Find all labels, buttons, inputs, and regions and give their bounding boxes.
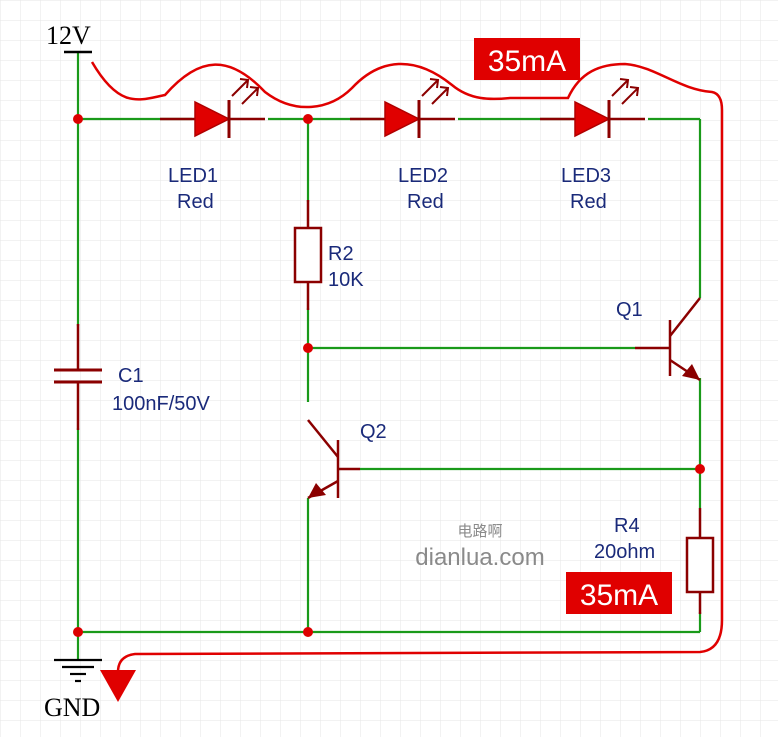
c1-symbol xyxy=(54,324,102,430)
c1-name: C1 xyxy=(118,365,144,387)
r2-value: 10K xyxy=(328,269,364,291)
led3-symbol xyxy=(540,78,645,138)
r2-name: R2 xyxy=(328,243,354,265)
junction-dot xyxy=(695,464,705,474)
ground-label: GND xyxy=(44,693,100,722)
junctions xyxy=(73,114,705,637)
q1-name: Q1 xyxy=(616,299,643,321)
junction-dot xyxy=(73,627,83,637)
watermark-cn: 电路啊 xyxy=(457,522,502,540)
q1-symbol xyxy=(635,297,701,382)
current-bottom-label: 35mA xyxy=(580,579,658,612)
watermark-site: dianlua.com xyxy=(415,544,544,571)
led1-name: LED1 xyxy=(168,165,218,187)
r2-symbol xyxy=(293,200,323,310)
led2-symbol xyxy=(350,78,455,138)
led1-color: Red xyxy=(177,191,214,213)
led1-symbol xyxy=(160,78,265,138)
q1-emitter-arrow xyxy=(682,364,700,380)
q2-name: Q2 xyxy=(360,421,387,443)
led2-name: LED2 xyxy=(398,165,448,187)
supply-symbol: 12V xyxy=(46,21,92,54)
current-top-label: 35mA xyxy=(488,45,566,78)
wires xyxy=(76,52,702,660)
led2-color: Red xyxy=(407,191,444,213)
q2-emitter-arrow xyxy=(308,483,326,498)
ground-symbol xyxy=(54,658,102,683)
c1-value: 100nF/50V xyxy=(112,393,211,415)
r4-name: R4 xyxy=(614,515,640,537)
current-badge-top xyxy=(474,38,580,80)
junction-dot xyxy=(303,114,313,124)
led3-name: LED3 xyxy=(561,165,611,187)
r4-value: 20ohm xyxy=(594,541,655,563)
junction-dot xyxy=(73,114,83,124)
junction-dot xyxy=(303,343,313,353)
junction-dot xyxy=(303,627,313,637)
current-path-line xyxy=(90,61,724,673)
r4-symbol xyxy=(685,508,715,614)
current-arrow-icon xyxy=(100,670,136,702)
supply-label: 12V xyxy=(46,21,91,50)
led3-color: Red xyxy=(570,191,607,213)
current-badge-bottom xyxy=(566,572,672,614)
